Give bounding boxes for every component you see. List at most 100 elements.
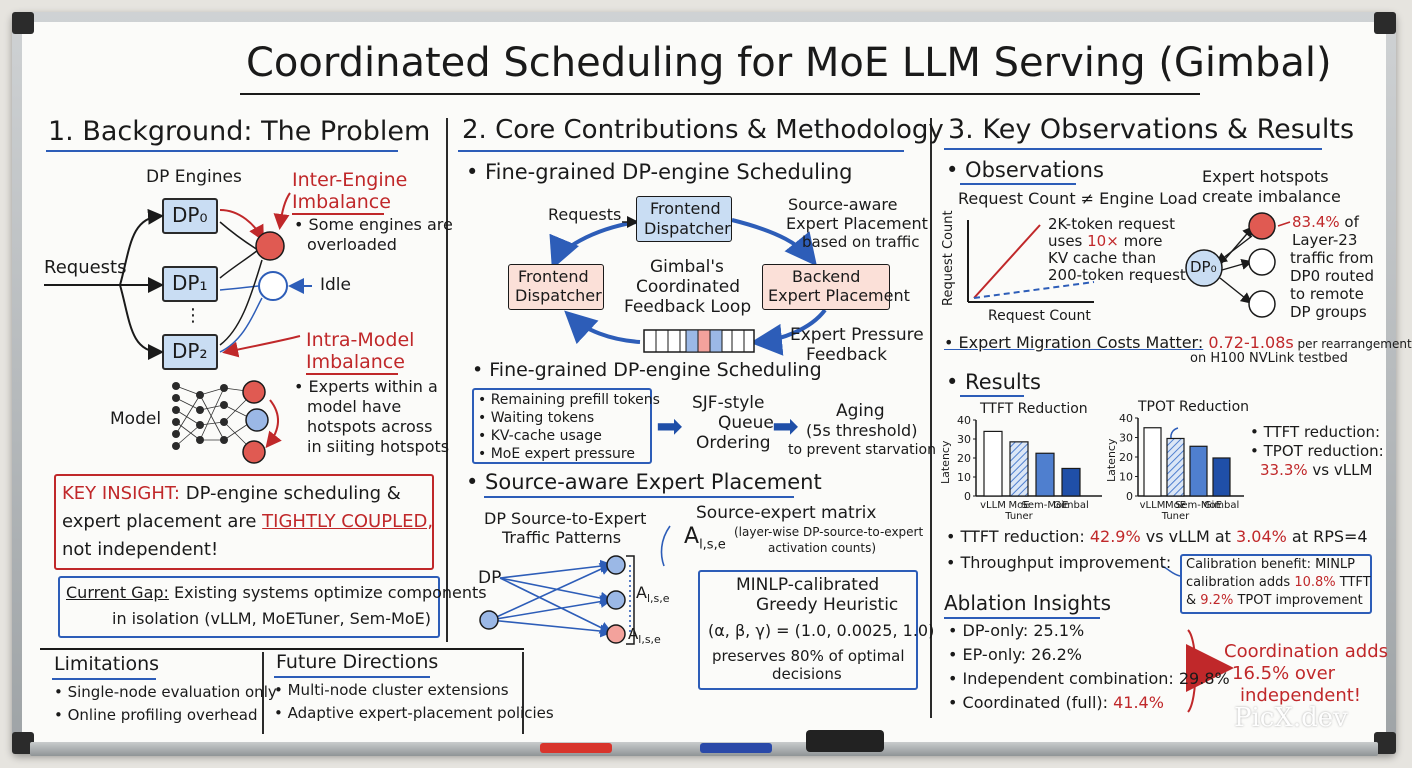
ttft-reduction-line: • TTFT reduction: 42.9% vs vLLM at 3.04%… <box>946 527 1368 546</box>
frontend-top-label: Frontend <box>650 199 721 218</box>
ablation-row: • DP-only: 25.1% <box>948 621 1084 640</box>
matrix-title: Source-expert matrix <box>696 503 877 523</box>
idle-label: Idle <box>320 275 351 295</box>
ablation-label: • Coordinated (full): <box>948 693 1114 712</box>
future-item: • Adaptive expert-placement policies <box>274 704 554 722</box>
arrow-right-icon: ➡ <box>656 407 683 445</box>
kv-note: 200-token request <box>1048 266 1186 284</box>
ablation-underline <box>944 617 1100 619</box>
signal-item: • KV-cache usage <box>478 428 602 444</box>
arrow-right-icon: ➡ <box>772 407 799 445</box>
matrix-node-symbol: A <box>636 583 647 602</box>
aging-label: (5s threshold) <box>806 421 918 440</box>
sub-heading-placement: • Source-aware Expert Placement <box>466 470 822 494</box>
inter-desc-1: • Some engines are <box>294 215 453 234</box>
y-tick-label: 30 <box>1119 432 1133 445</box>
ttft-line-text: vs vLLM at <box>1140 527 1237 546</box>
intra-desc-1: • Experts within a <box>294 377 438 396</box>
ablation-label: • EP-only: <box>948 645 1032 664</box>
category-label: Tuner <box>1161 511 1190 522</box>
key-insight-text: DP-engine scheduling & <box>185 483 401 504</box>
migration-line: • Expert Migration Costs Matter: 0.72-1.… <box>944 333 1412 352</box>
heading-underline <box>458 150 904 152</box>
limitations-heading: Limitations <box>54 653 160 675</box>
ttft-chart-title: TTFT Reduction <box>980 401 1088 417</box>
kv-note-line2: uses 10× more <box>1048 232 1162 250</box>
signal-item: • Remaining prefill tokens <box>478 392 660 408</box>
y-tick-label: 10 <box>1119 471 1133 484</box>
inter-desc-2: overloaded <box>307 235 397 254</box>
observations-heading: • Observations <box>946 158 1104 182</box>
dp0-engine <box>162 198 218 234</box>
hotspot-text: traffic from <box>1290 249 1374 267</box>
dp0-node-label: DP₀ <box>1190 258 1217 276</box>
matrix-node-label: Al,s,e <box>628 625 661 647</box>
ablation-heading: Ablation Insights <box>944 591 1112 615</box>
x-axis-label: Request Count <box>988 308 1091 324</box>
ttft-line-text: • TTFT reduction: <box>946 527 1090 546</box>
y-tick-label: 0 <box>1126 490 1133 503</box>
matrix-desc: (layer-wise DP-source-to-expert <box>734 525 924 539</box>
bar-vllm <box>1143 427 1162 497</box>
intra-model-title-2: Imbalance <box>306 351 405 373</box>
ablation-row: • Coordinated (full): 41.4% <box>948 693 1164 712</box>
bar-gimbal <box>1061 467 1081 497</box>
matrix-symbol-line: Al,s,e <box>684 524 726 553</box>
loop-caption: Coordinated <box>636 277 740 297</box>
future-underline <box>274 676 430 678</box>
eraser <box>806 730 884 752</box>
category-label: Sem-MoE <box>1175 500 1222 511</box>
y-tick-label: 10 <box>957 471 971 484</box>
kv-multiplier: 10× <box>1087 232 1119 250</box>
loop-caption: Gimbal's <box>650 257 724 277</box>
backend-label: Backend <box>792 267 861 286</box>
ttft-line-value: 3.04% <box>1236 527 1287 546</box>
key-insight-label: KEY INSIGHT: <box>62 483 180 504</box>
calibration-text: TPOT improvement <box>1233 593 1363 608</box>
hotspot-title: create imbalance <box>1202 187 1341 206</box>
hotspot-stat-line: 83.4% of <box>1292 213 1359 231</box>
calibration-line: calibration adds 10.8% TTFT <box>1186 575 1371 591</box>
key-insight-line2: expert placement are TIGHTLY COUPLED, <box>62 511 433 533</box>
tpot-callout: • TPOT reduction: <box>1250 442 1384 460</box>
hotspot-text: Layer-23 <box>1292 231 1358 249</box>
traffic-caption: DP Source-to-Expert <box>484 509 647 528</box>
sub-heading-scheduling: • Fine-grained DP-engine Scheduling <box>466 160 853 184</box>
calibration-text: TTFT <box>1335 575 1371 590</box>
bottom-rule <box>40 648 524 650</box>
source-aware-note: Expert Placement <box>786 214 928 233</box>
y-tick-label: 30 <box>957 433 971 446</box>
matrix-node-symbol: A <box>628 625 639 643</box>
board-title: Coordinated Scheduling for MoE LLM Servi… <box>246 40 1332 86</box>
section3-heading: 3. Key Observations & Results <box>948 114 1355 145</box>
ablation-value: 26.2% <box>1031 645 1082 664</box>
y-tick-label: 0 <box>964 490 971 503</box>
kv-note: KV cache than <box>1048 249 1157 267</box>
column-divider <box>930 118 932 718</box>
matrix-node-label: Al,s,e <box>636 583 670 606</box>
watermark: PicX.dev <box>1234 703 1348 733</box>
hotspot-title: Expert hotspots <box>1202 167 1329 186</box>
ablation-label: • Independent combination: <box>948 669 1179 688</box>
calibration-box <box>1180 554 1372 614</box>
intra-model-title: Intra-Model <box>306 329 415 351</box>
matrix-symbol: A <box>684 524 700 549</box>
heading-underline <box>944 148 1322 150</box>
matrix-node-subscript: l,s,e <box>638 633 661 646</box>
backend-expert-placement <box>762 264 890 310</box>
current-gap-box <box>58 576 440 638</box>
tpot-callout-text: vs vLLM <box>1307 461 1373 479</box>
dp0-label: DP₀ <box>172 203 208 227</box>
minlp-text: Greedy Heuristic <box>756 595 899 615</box>
hotspot-pct: 83.4% <box>1292 213 1340 231</box>
intra-desc-3: hotspots across <box>307 417 433 436</box>
ablation-row: • Independent combination: 29.8% <box>948 669 1230 688</box>
ttft-callout: • TTFT reduction: <box>1250 423 1381 441</box>
future-item: • Multi-node cluster extensions <box>274 681 509 699</box>
gap-line2: in isolation (vLLM, MoETuner, Sem-MoE) <box>112 609 431 628</box>
bar-gimbal <box>1212 457 1231 497</box>
kv-note: 2K-token request <box>1048 215 1175 233</box>
